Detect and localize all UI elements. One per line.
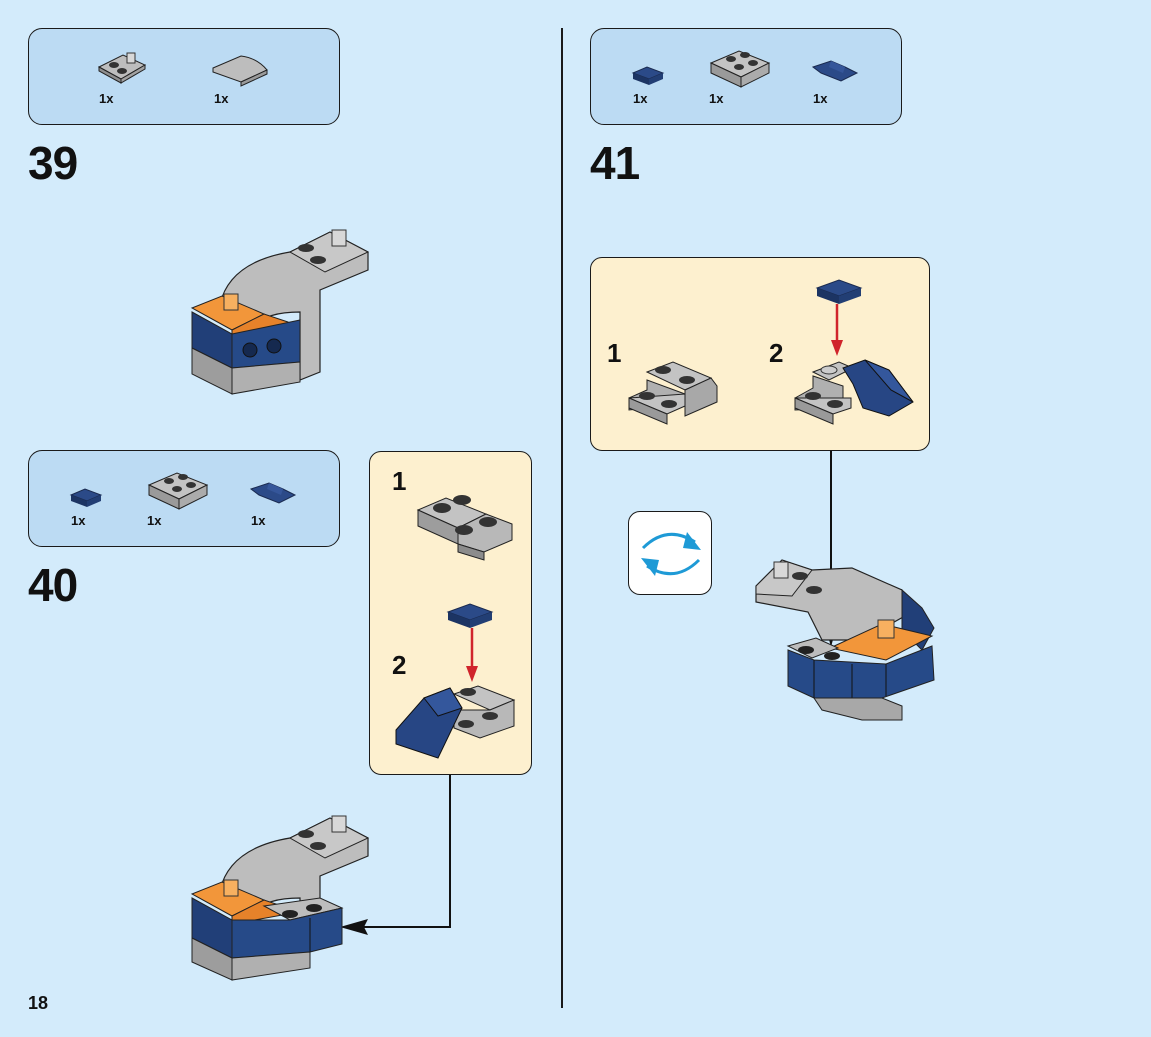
- substep-2-model: [794, 359, 914, 425]
- rotate-arrows-icon: [641, 532, 701, 576]
- substep-1-model: [628, 361, 718, 425]
- part-quantity: 1x: [251, 513, 266, 528]
- part-quantity: 1x: [813, 91, 828, 106]
- part-quantity: 1x: [709, 91, 724, 106]
- substep-number: 2: [392, 650, 407, 680]
- step-40-sub-assembly: 1 2: [369, 451, 532, 775]
- blue-slope-part: [811, 60, 859, 82]
- part-quantity: 1x: [99, 91, 114, 106]
- substep-number: 1: [607, 338, 622, 368]
- substep-number: 1: [392, 466, 407, 496]
- rotate-model-icon: [628, 511, 712, 595]
- step-41-model: [755, 559, 935, 721]
- step-number: 41: [590, 137, 640, 189]
- part-quantity: 1x: [633, 91, 648, 106]
- step-39-model: [190, 229, 370, 395]
- page-number: 18: [28, 993, 49, 1013]
- grey-plate-with-clip-part: [97, 52, 147, 84]
- step-40-model: [190, 815, 370, 981]
- part-quantity: 1x: [147, 513, 162, 528]
- grey-plate-studs-part: [709, 50, 771, 88]
- step-40-parts-list: 1x 1x 1x: [28, 450, 340, 547]
- substep-2-model: [395, 685, 516, 759]
- step-number: 39: [28, 137, 78, 189]
- placement-arrow: [831, 304, 843, 356]
- blue-tile-part: [631, 66, 665, 85]
- blue-tile-part: [69, 488, 103, 507]
- part-quantity: 1x: [214, 91, 229, 106]
- step-number: 40: [28, 559, 78, 611]
- callout-connector-arrow: [340, 775, 451, 935]
- substep-1-model: [416, 495, 513, 561]
- blue-tile-part: [815, 279, 863, 304]
- step-41-parts-list: 1x 1x 1x: [590, 28, 902, 125]
- step-41-sub-assembly: 1 2: [590, 257, 930, 451]
- blue-tile-part: [446, 603, 494, 628]
- grey-curved-slope-part: [212, 55, 268, 87]
- grey-plate-studs-part: [147, 472, 209, 510]
- page-divider: [561, 28, 563, 1008]
- placement-arrow: [466, 628, 478, 682]
- blue-slope-part: [249, 482, 297, 504]
- part-quantity: 1x: [71, 513, 86, 528]
- step-39-parts-list: 1x 1x: [28, 28, 340, 125]
- substep-number: 2: [769, 338, 784, 368]
